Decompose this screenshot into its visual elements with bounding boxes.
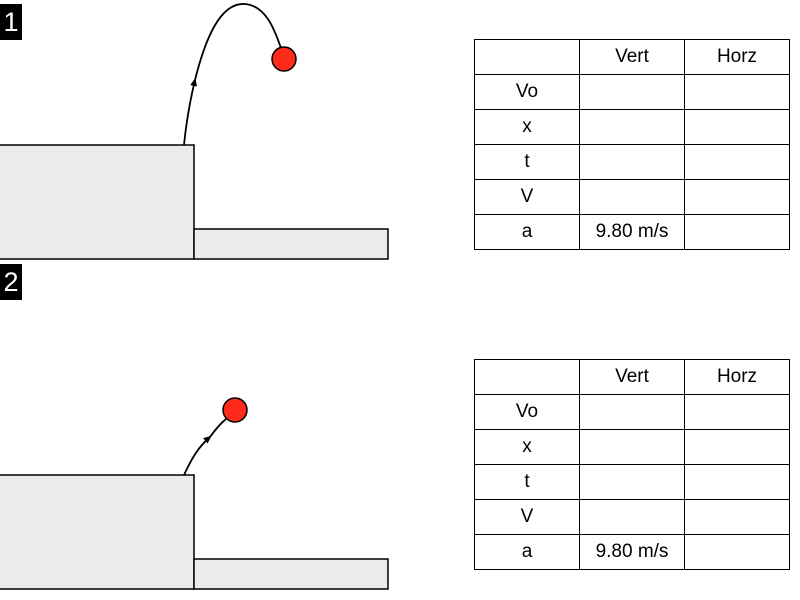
vert-value-cell[interactable] (579, 179, 685, 215)
horz-value-cell[interactable] (684, 109, 790, 145)
problem-number-badge: 2 (0, 264, 22, 300)
horz-value-cell[interactable] (684, 179, 790, 215)
trajectory-path (194, 3, 282, 81)
kinematics-table-1: Vert Horz Vo x t V a 9.80 m/s (474, 39, 790, 250)
table-row: V (474, 179, 790, 215)
ground-ledge (193, 558, 389, 590)
table-row: Vo (474, 394, 790, 430)
table-row: x (474, 429, 790, 465)
trajectory-arrow-segment (183, 435, 212, 476)
horz-value-cell[interactable] (684, 144, 790, 180)
header-cell-vert: Vert (579, 359, 685, 395)
table-row: t (474, 144, 790, 180)
row-label: t (474, 464, 580, 500)
vert-value-cell[interactable] (579, 74, 685, 110)
table-header-row: Vert Horz (474, 359, 790, 395)
problem-number-badge: 1 (0, 4, 22, 40)
row-label: a (474, 214, 580, 250)
vert-value-cell[interactable] (579, 429, 685, 465)
table-row: V (474, 499, 790, 535)
horz-value-cell[interactable] (684, 214, 790, 250)
scene-1 (0, 3, 389, 260)
vert-value-cell[interactable] (579, 499, 685, 535)
table-row: x (474, 109, 790, 145)
trajectory-arrow-segment (183, 78, 198, 146)
row-label: Vo (474, 74, 580, 110)
header-cell-blank (474, 359, 580, 395)
projectile-diagrams (0, 3, 389, 590)
row-label: x (474, 109, 580, 145)
projectile-ball (222, 397, 248, 423)
row-label: a (474, 534, 580, 570)
table-row: t (474, 464, 790, 500)
row-label: V (474, 179, 580, 215)
header-cell-horz: Horz (684, 359, 790, 395)
ground-ledge (193, 228, 389, 260)
vert-value-cell[interactable]: 9.80 m/s (579, 534, 685, 570)
projectile-ball (271, 46, 297, 72)
vert-value-cell[interactable] (579, 144, 685, 180)
cliff-block (0, 144, 195, 260)
scene-2 (0, 397, 389, 590)
vert-value-cell[interactable]: 9.80 m/s (579, 214, 685, 250)
trajectory-path (209, 418, 227, 438)
vert-value-cell[interactable] (579, 464, 685, 500)
header-cell-horz: Horz (684, 39, 790, 75)
horz-value-cell[interactable] (684, 429, 790, 465)
table-row: a 9.80 m/s (474, 534, 790, 570)
header-cell-vert: Vert (579, 39, 685, 75)
row-label: t (474, 144, 580, 180)
kinematics-table-2: Vert Horz Vo x t V a 9.80 m/s (474, 359, 790, 570)
horz-value-cell[interactable] (684, 499, 790, 535)
table-row: a 9.80 m/s (474, 214, 790, 250)
horz-value-cell[interactable] (684, 74, 790, 110)
row-label: V (474, 499, 580, 535)
row-label: Vo (474, 394, 580, 430)
cliff-block (0, 474, 195, 590)
row-label: x (474, 429, 580, 465)
horz-value-cell[interactable] (684, 394, 790, 430)
vert-value-cell[interactable] (579, 109, 685, 145)
header-cell-blank (474, 39, 580, 75)
table-row: Vo (474, 74, 790, 110)
horz-value-cell[interactable] (684, 534, 790, 570)
table-header-row: Vert Horz (474, 39, 790, 75)
vert-value-cell[interactable] (579, 394, 685, 430)
horz-value-cell[interactable] (684, 464, 790, 500)
